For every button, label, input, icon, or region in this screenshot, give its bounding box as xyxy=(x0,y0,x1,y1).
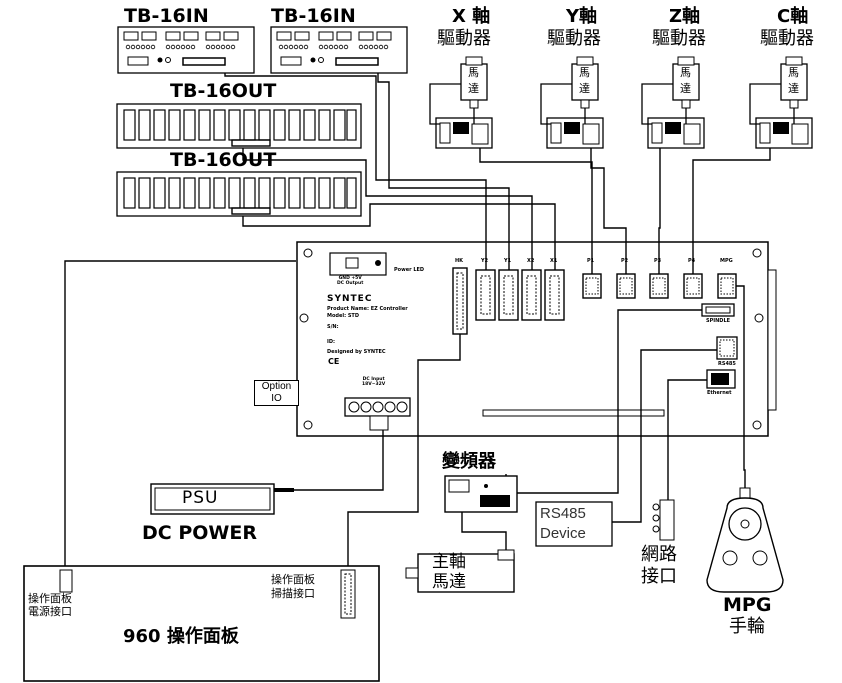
rs485-device-line-1: RS485 xyxy=(540,505,586,522)
ce-mark: CE xyxy=(328,357,340,366)
mpg-handwheel-label: 手輪 xyxy=(729,616,765,637)
driver-y-axis: Y軸 xyxy=(566,6,598,27)
rs485-port-label: RS485 xyxy=(718,361,736,367)
tb16out-label-1: TB-16OUT xyxy=(170,80,277,102)
network-line-1: 網路 xyxy=(641,544,677,565)
driver-z-axis: Z軸 xyxy=(669,6,701,27)
motor-y-char-1: 馬 xyxy=(579,66,590,79)
ethernet-port-label: Ethernet xyxy=(707,390,732,396)
servo-driver-y xyxy=(540,56,604,149)
option-io-line-1: Option xyxy=(261,381,292,392)
driver-c-name: 驅動器 xyxy=(760,28,814,49)
driver-y-name: 驅動器 xyxy=(547,28,601,49)
psu-label: PSU xyxy=(182,488,219,508)
inverter-unit xyxy=(444,475,518,513)
tb16out-board-2 xyxy=(116,171,362,217)
cables xyxy=(64,73,771,566)
mpg-label: MPG xyxy=(723,594,772,616)
spindle-motor-line-2: 馬達 xyxy=(432,572,466,592)
dc-input-label: DC Input 18V~32V xyxy=(362,377,386,387)
panel-power-port-line-2: 電源接口 xyxy=(28,605,72,618)
driver-x-axis: X 軸 xyxy=(452,6,491,27)
panel-scan-port-line-1: 操作面板 xyxy=(271,573,315,586)
spindle-motor-line-1: 主軸 xyxy=(432,552,466,572)
model-label: Model: STD xyxy=(327,313,359,319)
motor-z-char-2: 達 xyxy=(680,82,691,95)
port-mpg-label: MPG xyxy=(720,258,733,264)
motor-y-char-2: 達 xyxy=(579,82,590,95)
servo-driver-c xyxy=(749,56,813,149)
network-connector xyxy=(652,499,675,541)
spindle-port-label: SPINDLE xyxy=(706,318,731,324)
port-x2-label: X2 xyxy=(527,258,535,264)
port-y2-label: Y2 xyxy=(481,258,489,264)
tb16out-board-1 xyxy=(116,103,362,149)
motor-x-char-2: 達 xyxy=(468,82,479,95)
port-p1-label: P1 xyxy=(587,258,595,264)
tb16out-label-2: TB-16OUT xyxy=(170,149,277,171)
driver-c-axis: C軸 xyxy=(777,6,809,27)
driver-x-name: 驅動器 xyxy=(437,28,491,49)
motor-c-char-1: 馬 xyxy=(788,66,799,79)
designed-by-label: Designed by SYNTEC xyxy=(327,349,386,355)
tb16in-label-2: TB-16IN xyxy=(271,5,356,27)
motor-c-char-2: 達 xyxy=(788,82,799,95)
motor-z-char-1: 馬 xyxy=(680,66,691,79)
sn-label: S/N: xyxy=(327,324,339,330)
rs485-device-line-2: Device xyxy=(540,525,586,542)
servo-driver-z xyxy=(641,56,705,149)
port-p4-label: P4 xyxy=(688,258,696,264)
tb16in-board-1 xyxy=(117,26,255,74)
tb16in-label-1: TB-16IN xyxy=(124,5,209,27)
panel-power-port-line-1: 操作面板 xyxy=(28,592,72,605)
dc-power-label: DC POWER xyxy=(142,522,257,544)
dc-output-label: GND +5V DC Output xyxy=(337,276,364,286)
panel-scan-port-line-2: 掃描接口 xyxy=(271,587,315,600)
inverter-label: 變頻器 xyxy=(442,451,496,472)
mpg-handwheel xyxy=(706,487,784,593)
tb16in-board-2 xyxy=(270,26,408,74)
id-label: ID: xyxy=(327,339,336,345)
network-line-2: 接口 xyxy=(641,566,677,587)
option-io-box: Option IO xyxy=(254,380,299,406)
port-x1-label: X1 xyxy=(550,258,558,264)
operation-panel-unit xyxy=(23,565,380,682)
port-p2-label: P2 xyxy=(621,258,629,264)
port-hk-label: HK xyxy=(455,258,464,264)
option-io-line-2: IO xyxy=(271,393,282,404)
panel-title: 960 操作面板 xyxy=(123,626,239,647)
motor-x-char-1: 馬 xyxy=(468,66,479,79)
brand-label: SYNTEC xyxy=(327,294,373,304)
product-name-label: Product Name: EZ Controller xyxy=(327,306,408,312)
port-p3-label: P3 xyxy=(654,258,662,264)
power-led-label: Power LED xyxy=(394,267,425,273)
port-y1-label: Y1 xyxy=(504,258,512,264)
spindle-motor-unit xyxy=(405,549,515,593)
psu-unit xyxy=(150,483,294,515)
servo-driver-x xyxy=(429,56,493,149)
controller-unit xyxy=(296,241,777,437)
driver-z-name: 驅動器 xyxy=(652,28,706,49)
